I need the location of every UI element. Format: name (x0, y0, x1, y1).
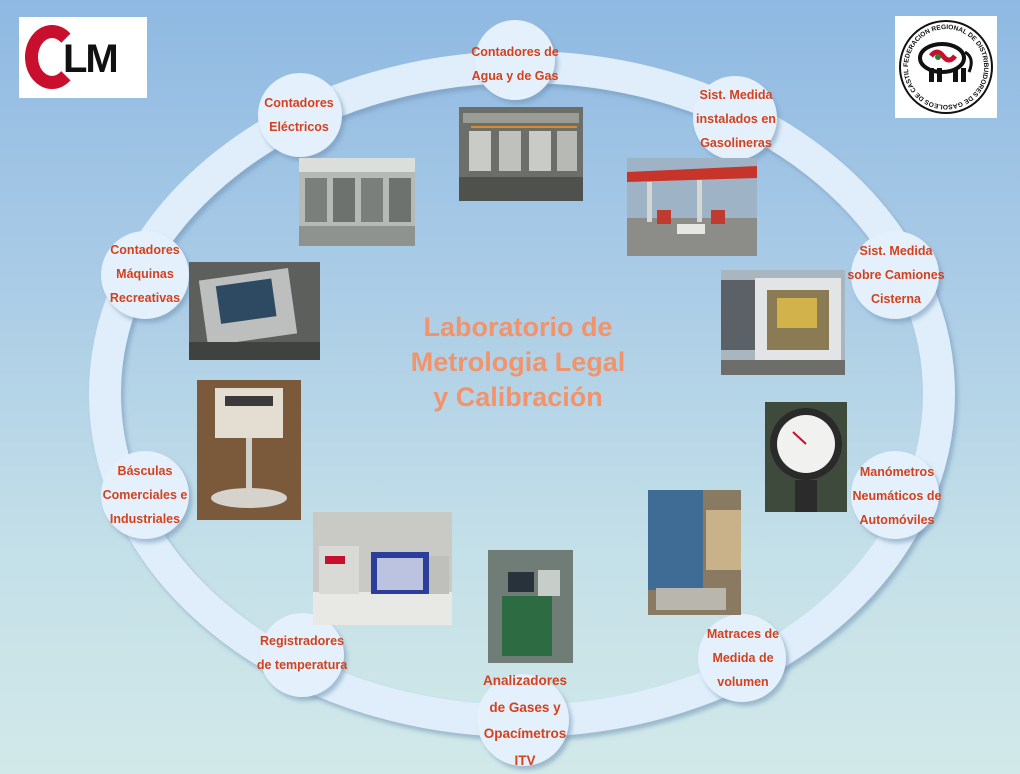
photo-recreativas (189, 262, 320, 360)
node-circle (693, 76, 777, 160)
node-label-gasolineras: Sist. Medida instalados en Gasolineras (696, 88, 776, 150)
photo-camiones (721, 270, 845, 375)
clm-logo: LM (19, 17, 147, 98)
node-label-agua-gas: Contadores de Agua y de Gas (471, 45, 559, 83)
node-label-recreativas: Contadores Máquinas Recreativas (109, 243, 181, 305)
node-label-camiones: Sist. Medida sobre Camiones Cisterna (847, 244, 945, 306)
node-circle (475, 20, 555, 100)
node-circle (101, 231, 189, 319)
node-circle (851, 451, 939, 539)
photo-basculas (197, 380, 301, 520)
node-circle (258, 73, 342, 157)
node-label-manometros: Manómetros Neumáticos de Automóviles (852, 465, 942, 527)
photo-registradores (313, 512, 452, 625)
photo-agua-gas (459, 107, 583, 201)
photo-analizadores (488, 550, 573, 663)
photo-manometros (765, 402, 847, 512)
node-label-basculas: Básculas Comerciales e Industriales (102, 464, 188, 526)
node-label-matraces: Matraces de Medida de volumen (706, 627, 780, 689)
photo-electricos (299, 158, 415, 246)
node-label-analizadores: Analizadores de Gases y Opacímetros ITV (482, 673, 568, 768)
federation-logo: FEDERACION REGIONAL DE DISTRIBUIDORES DE… (892, 11, 997, 118)
node-circle (101, 451, 189, 539)
clm-logo-text: LM (63, 37, 119, 81)
photo-matraces (648, 490, 741, 615)
center-title: Laboratorio de Metrologia Legal y Calibr… (410, 312, 626, 412)
node-circle (851, 231, 939, 319)
node-circle (477, 674, 569, 766)
node-circle (698, 614, 786, 702)
node-label-registradores: Registradores de temperatura (256, 634, 348, 672)
photo-gasolineras (627, 158, 757, 256)
node-label-electricos: Contadores Eléctricos (264, 96, 334, 134)
node-circle (260, 613, 344, 697)
